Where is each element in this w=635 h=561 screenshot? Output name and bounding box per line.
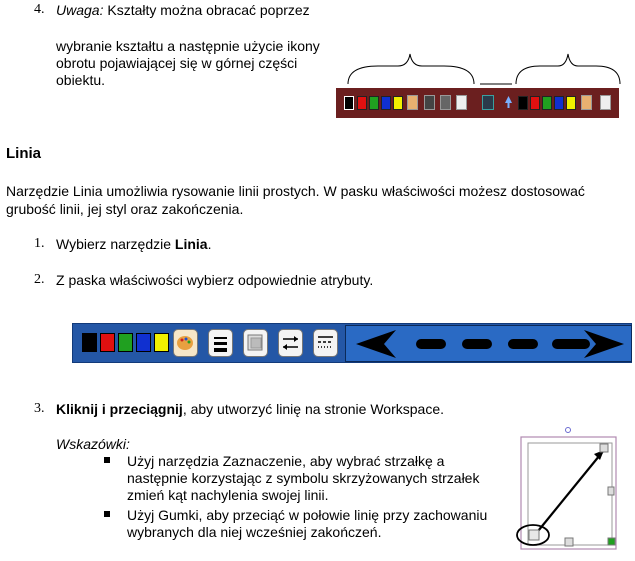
color-swatch-black[interactable]	[82, 333, 97, 352]
color-swatch-green[interactable]	[369, 96, 379, 110]
tip-item: Użyj narzędzia Zaznaczenie, aby wybrać s…	[127, 453, 479, 504]
color-swatch-green[interactable]	[118, 333, 133, 352]
dash-segment	[416, 339, 446, 349]
item4-label: Uwaga:	[56, 2, 104, 18]
color-swatch-red[interactable]	[100, 333, 115, 352]
intro-line: grubość linii, jej styl oraz zakończenia…	[6, 201, 244, 217]
intro-line: Narzędzie Linia umożliwia rysowanie lini…	[6, 183, 585, 199]
line-shape	[533, 449, 605, 537]
bullet	[104, 457, 110, 463]
rotate-handle-icon	[565, 427, 571, 433]
left-brace	[347, 53, 475, 85]
resize-handle	[564, 537, 574, 547]
line-thickness-icon[interactable]	[424, 95, 435, 110]
brace-annotations	[347, 53, 621, 85]
step3-text-bold: Kliknij i przeciągnij	[56, 401, 183, 417]
section-title: Linia	[6, 145, 42, 162]
transparency-button[interactable]	[243, 329, 268, 357]
line-properties-toolbar	[72, 323, 632, 363]
step3-text-after: , aby utworzyć linię na stronie Workspac…	[182, 401, 444, 417]
step1-number: 1.	[34, 236, 45, 251]
step1-text-after: .	[207, 236, 212, 252]
item4-text-line: obiektu.	[56, 72, 106, 88]
tip-line: zmień kąt nachylenia swojej linii.	[127, 487, 329, 503]
section-intro: Narzędzie Linia umożliwia rysowanie lini…	[6, 182, 585, 218]
palette-button[interactable]	[173, 329, 198, 357]
palette-icon[interactable]	[407, 95, 418, 110]
color-swatch-yellow[interactable]	[154, 333, 169, 352]
transparency-icon	[247, 334, 263, 351]
color-swatch-yellow[interactable]	[393, 96, 403, 110]
step1-text-before: Wybierz narzędzie	[56, 236, 175, 252]
item4-number: 4.	[34, 2, 45, 17]
tip-line: Użyj narzędzia Zaznaczenie, aby wybrać s…	[127, 453, 445, 469]
color-swatch-blue[interactable]	[136, 333, 151, 352]
step1-text-bold: Linia	[174, 236, 208, 252]
palette-icon[interactable]	[581, 95, 592, 110]
item4-text-line1: Kształty można obracać poprzez	[107, 2, 310, 18]
tip-line: następnie korzystając z symbolu skrzyżow…	[127, 470, 480, 486]
color-swatch-black[interactable]	[518, 96, 528, 110]
fill-icon[interactable]	[456, 95, 467, 110]
item4-text-line: wybranie kształtu a następnie użycie iko…	[56, 38, 320, 54]
thickness-line	[214, 348, 227, 352]
color-swatch-blue[interactable]	[381, 96, 391, 110]
dash-segment	[462, 339, 492, 349]
corner-handle	[607, 537, 616, 546]
item4-first-line: Uwaga: Kształty można obracać poprzez	[56, 2, 310, 18]
color-swatch-yellow[interactable]	[566, 96, 576, 110]
tips-label: Wskazówki:	[56, 436, 130, 452]
tip-line: Użyj Gumki, aby przeciąć w połowie linię…	[127, 507, 488, 523]
resize-handle	[599, 443, 609, 453]
line-ends-icon	[283, 336, 298, 350]
color-swatch-green[interactable]	[542, 96, 552, 110]
line-style-preview[interactable]	[345, 325, 632, 362]
step3-number: 3.	[34, 401, 45, 416]
arrow-start-icon	[356, 330, 396, 358]
right-brace	[515, 53, 621, 85]
shape-properties-toolbar	[336, 88, 619, 118]
step3-text: Kliknij i przeciągnij, aby utworzyć lini…	[56, 401, 444, 417]
line-style-icon	[318, 336, 333, 348]
move-handle-icon	[528, 529, 540, 541]
line-style-icon[interactable]	[440, 95, 451, 110]
arrow-end-icon	[552, 330, 624, 358]
item4-text-line: obrotu pojawiającej się w górnej części	[56, 55, 298, 71]
arrow-icon[interactable]	[504, 95, 513, 110]
line-style-button[interactable]	[313, 329, 338, 357]
tip-line: wybranych dla niej wcześniej zakończeń.	[127, 524, 382, 540]
step2-text: Z paska właściwości wybierz odpowiednie …	[56, 272, 374, 288]
fill-icon[interactable]	[600, 95, 611, 110]
line-thickness-button[interactable]	[208, 329, 233, 357]
line-ends-button[interactable]	[278, 329, 303, 357]
color-swatch-blue[interactable]	[554, 96, 564, 110]
resize-handle	[607, 486, 615, 496]
shape-toggle-icon[interactable]	[482, 95, 494, 110]
item4-text-block: wybranie kształtu a następnie użycie iko…	[56, 38, 320, 89]
bullet	[104, 511, 110, 517]
step2-number: 2.	[34, 272, 45, 287]
color-swatch-red[interactable]	[530, 96, 540, 110]
thickness-line	[214, 342, 227, 345]
thickness-line	[214, 337, 227, 339]
palette-icon	[177, 336, 193, 350]
highlight-circle	[516, 524, 550, 546]
color-swatch-black[interactable]	[344, 96, 354, 110]
dash-segment	[508, 339, 538, 349]
tip-item: Użyj Gumki, aby przeciąć w połowie linię…	[127, 507, 487, 541]
selection-frame	[520, 436, 617, 550]
step1-text: Wybierz narzędzie Linia.	[56, 236, 211, 252]
selected-line-illustration	[516, 427, 617, 550]
color-swatch-red[interactable]	[357, 96, 367, 110]
